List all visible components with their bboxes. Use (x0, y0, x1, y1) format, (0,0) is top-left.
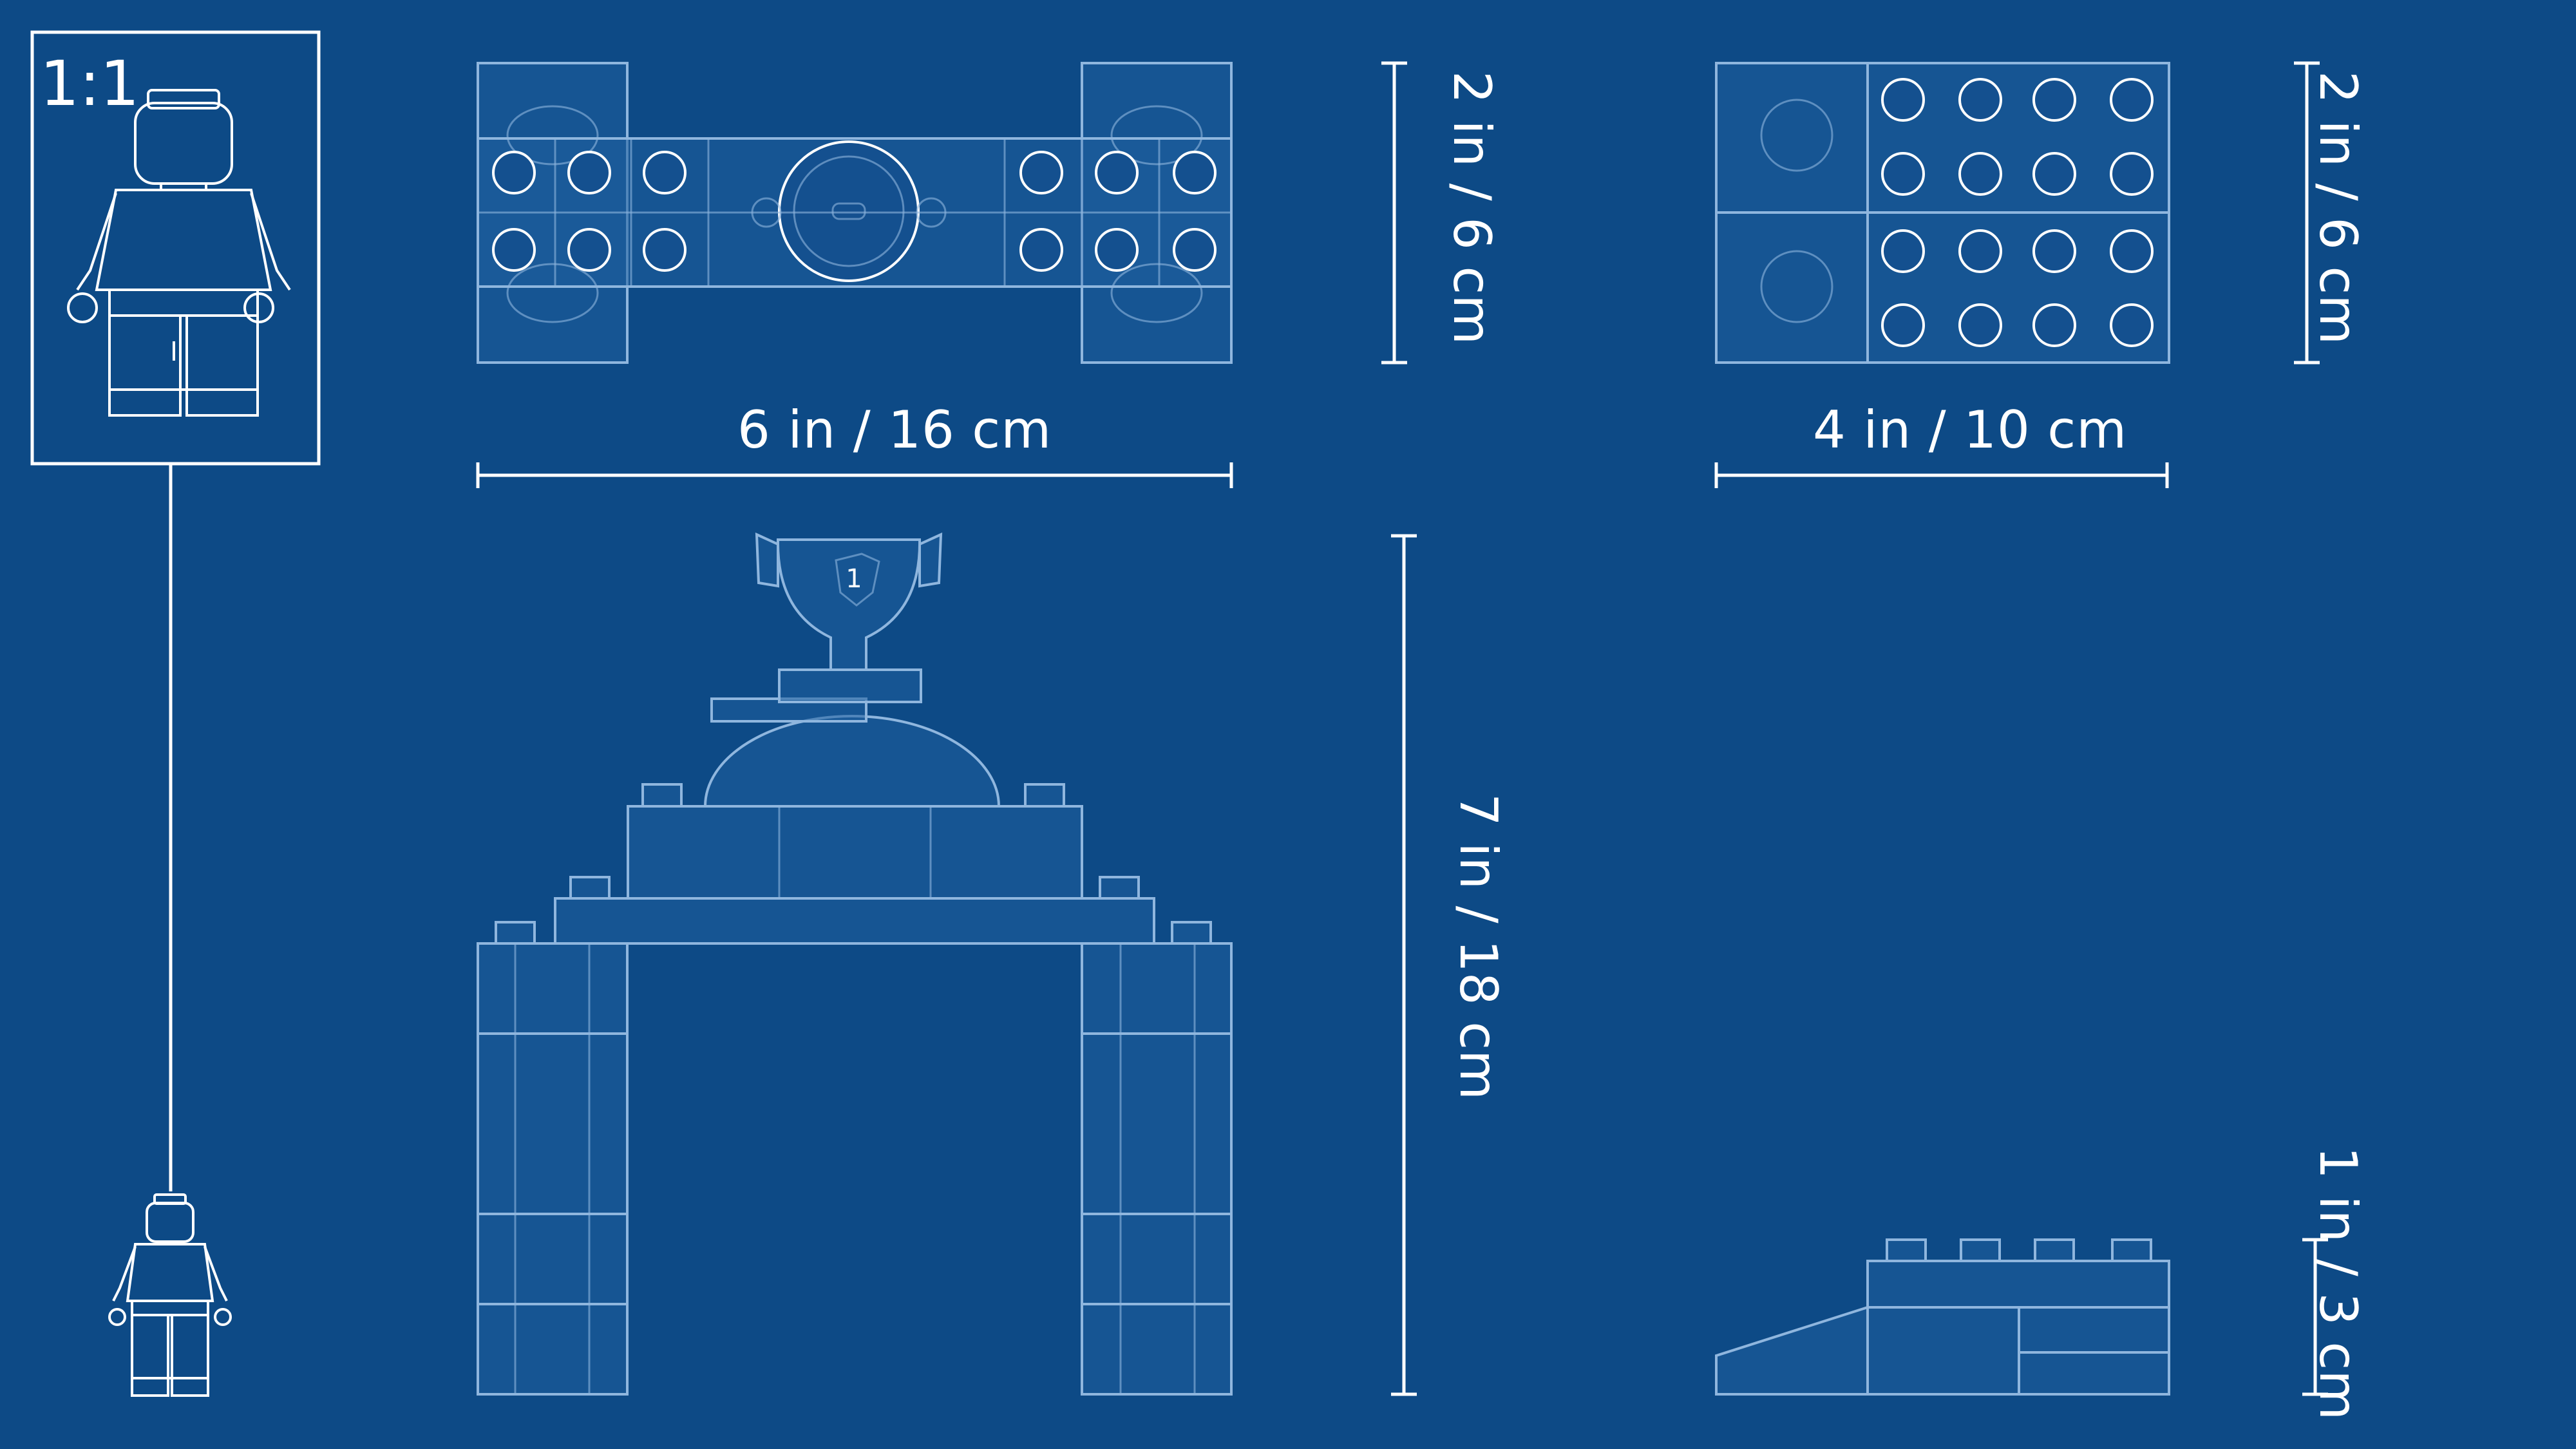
dim-line-ramp-top-height (2294, 61, 2320, 365)
top-width-label: 6 in / 16 cm (737, 400, 1052, 460)
scale-box (30, 30, 321, 466)
dim-line-ramp-height (2302, 1238, 2328, 1396)
ramp-top-studs (1881, 78, 2154, 347)
gate-front-view (477, 532, 1233, 1396)
dim-line-ramp-width (1714, 462, 2169, 488)
ramp-top-height-label: 2 in / 6 cm (2308, 71, 2368, 345)
top-height-label: 2 in / 6 cm (1442, 71, 1502, 345)
ramp-height-label: 1 in / 3 cm (2308, 1146, 2368, 1421)
gate-top-view (477, 62, 1233, 364)
trophy-badge: 1 (846, 564, 862, 594)
dim-line-tower-height (1391, 534, 1417, 1396)
dim-line-top-width (476, 462, 1233, 488)
ramp-width-label: 4 in / 10 cm (1813, 400, 2128, 460)
scale-label: 1:1 (40, 48, 140, 120)
top-view-studs (492, 151, 1217, 272)
minifigure-small (108, 1193, 232, 1397)
ramp-top-view (1715, 62, 2170, 364)
ramp-side-view (1715, 1238, 2170, 1396)
dim-line-top-height (1381, 61, 1407, 365)
minifigure-large (67, 89, 291, 417)
tower-height-label: 7 in / 18 cm (1448, 793, 1508, 1101)
